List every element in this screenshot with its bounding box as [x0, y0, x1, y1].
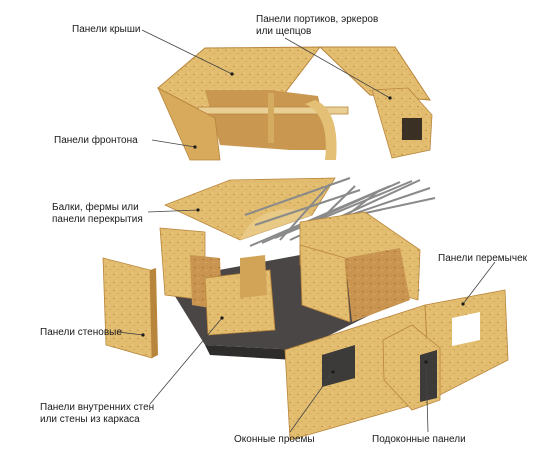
sill-panel-opening — [420, 350, 437, 402]
leader-dots — [141, 72, 465, 374]
inner-wall-4 — [240, 255, 267, 298]
floor-slab-front — [205, 345, 300, 360]
floor-beams-assembly — [163, 177, 436, 247]
label-portico-panels: Панели портиков, эркеров или щепцов — [256, 14, 379, 37]
label-wall-panels: Панели стеновые — [40, 327, 122, 338]
loose-wall-panel — [102, 257, 158, 359]
dormer-window — [402, 118, 422, 140]
gable-panel-left — [157, 87, 221, 161]
label-window-openings: Оконные проемы — [234, 434, 315, 445]
inner-wall-5 — [345, 248, 410, 322]
label-lintel-panels: Панели перемычек — [438, 253, 528, 264]
label-sill-panels: Подоконные панели — [372, 434, 466, 445]
window-opening-right — [452, 312, 480, 346]
roof-assembly — [157, 46, 433, 161]
label-beams-trusses: Балки, фермы или панели перекрытия — [52, 202, 143, 225]
roof-underside — [205, 90, 330, 150]
floor-deck-panel — [163, 177, 336, 241]
label-roof-panels: Панели крыши — [72, 24, 141, 35]
floor-deck-curve — [240, 209, 312, 240]
roof-panel-right — [318, 46, 431, 101]
ground-floor-assembly — [159, 211, 421, 360]
gable-curve — [305, 100, 337, 160]
wall-panel-left-edge — [150, 268, 158, 358]
label-inner-wall-panels: Панели внутренних стен или стены из карк… — [40, 402, 155, 425]
wall-panel-left — [102, 257, 153, 359]
label-gable-panels: Панели фронтона — [54, 135, 138, 146]
roof-post — [268, 93, 274, 143]
inner-wall-3 — [299, 244, 351, 323]
leader-lines — [117, 29, 496, 433]
